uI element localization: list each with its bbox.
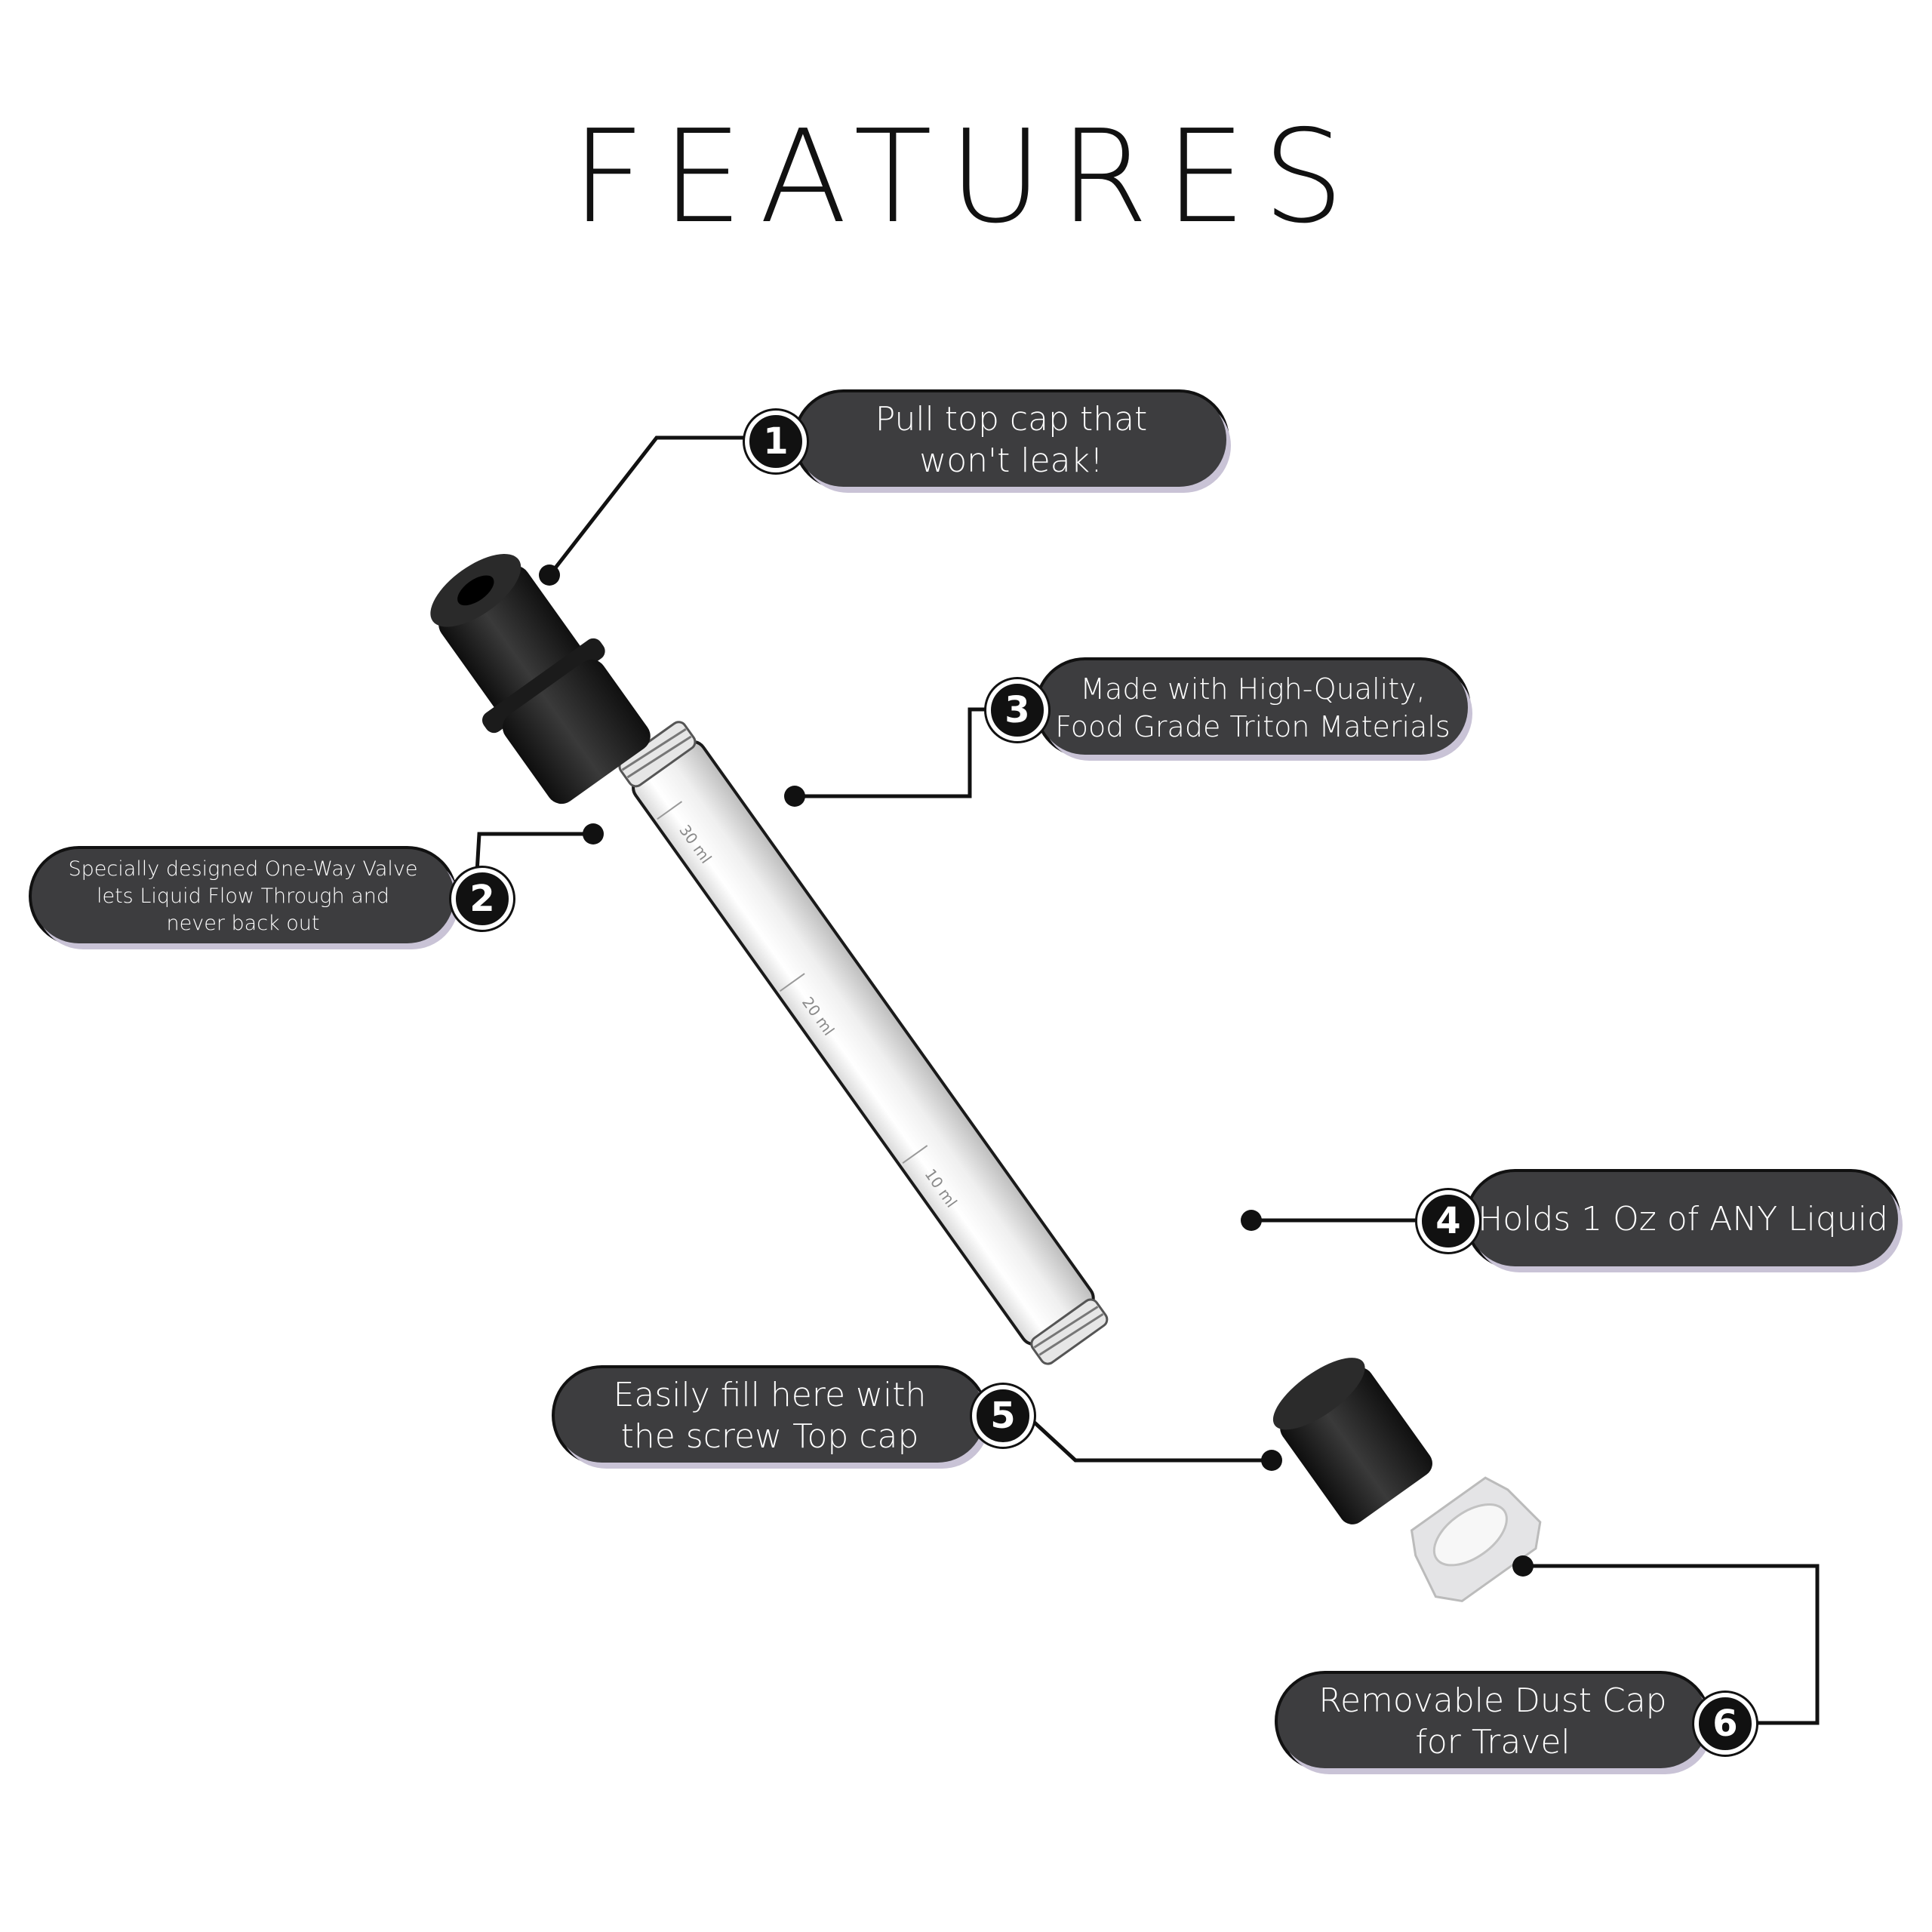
callout-2-line-3: never back out <box>166 911 320 935</box>
callout-3-line-2: Food Grade Triton Materials <box>1055 709 1451 743</box>
page-title: FEATURES <box>571 103 1361 252</box>
anchor-dot-1 <box>539 565 560 586</box>
anchor-dot-3 <box>784 786 805 807</box>
callout-1-badge: 1 <box>745 411 807 472</box>
callout-6-badge: 6 <box>1694 1693 1756 1755</box>
callout-1-line-2: won't leak! <box>919 441 1103 480</box>
callout-1: Pull top cap that won't leak! <box>796 392 1226 487</box>
callout-2-line-1: Specially designed One-Way Valve <box>68 857 418 881</box>
bottom-thread <box>1030 1298 1109 1365</box>
callout-6-line-1: Removable Dust Cap <box>1318 1681 1667 1720</box>
callout-5-line-1: Easily fill here with <box>613 1375 927 1414</box>
leader-lines <box>473 435 1820 1725</box>
callout-4-line-1: Holds 1 Oz of ANY Liquid <box>1478 1200 1888 1238</box>
callout-1-line-1: Pull top cap that <box>875 399 1148 438</box>
leader-line-5 <box>1025 1414 1272 1463</box>
callout-4: Holds 1 Oz of ANY Liquid <box>1468 1172 1898 1266</box>
callout-5-badge: 5 <box>972 1385 1034 1447</box>
anchor-dot-5 <box>1261 1450 1282 1471</box>
dust-cap <box>1410 1476 1542 1603</box>
callout-4-badge: 4 <box>1417 1190 1479 1252</box>
tube: 30 ml 20 ml 10 ml <box>618 721 1109 1365</box>
callout-5-line-2: the screw Top cap <box>620 1417 919 1456</box>
bottom-screw-cap <box>1272 1358 1432 1524</box>
callout-5: Easily fill here with the screw Top cap <box>555 1368 985 1463</box>
callout-6: Removable Dust Cap for Travel <box>1278 1674 1708 1768</box>
callout-3: Made with High-Quality, Food Grade Trito… <box>1038 660 1468 755</box>
anchor-dot-2 <box>583 823 604 844</box>
anchor-dot-4 <box>1241 1210 1262 1231</box>
top-thread <box>618 721 697 788</box>
leader-line-3 <box>796 707 1015 798</box>
callout-2-line-2: lets Liquid Flow Through and <box>96 884 390 908</box>
callout-6-line-2: for Travel <box>1415 1722 1571 1761</box>
leader-line-1 <box>549 435 774 575</box>
top-valve-cap <box>430 554 651 804</box>
callout-2-badge: 2 <box>451 868 513 930</box>
callout-3-badge: 3 <box>986 679 1048 741</box>
leader-line-6 <box>1523 1564 1820 1725</box>
callout-2: Specially designed One-Way Valve lets Li… <box>32 849 454 943</box>
anchor-dot-6 <box>1512 1555 1534 1577</box>
callout-3-line-1: Made with High-Quality, <box>1080 672 1426 706</box>
